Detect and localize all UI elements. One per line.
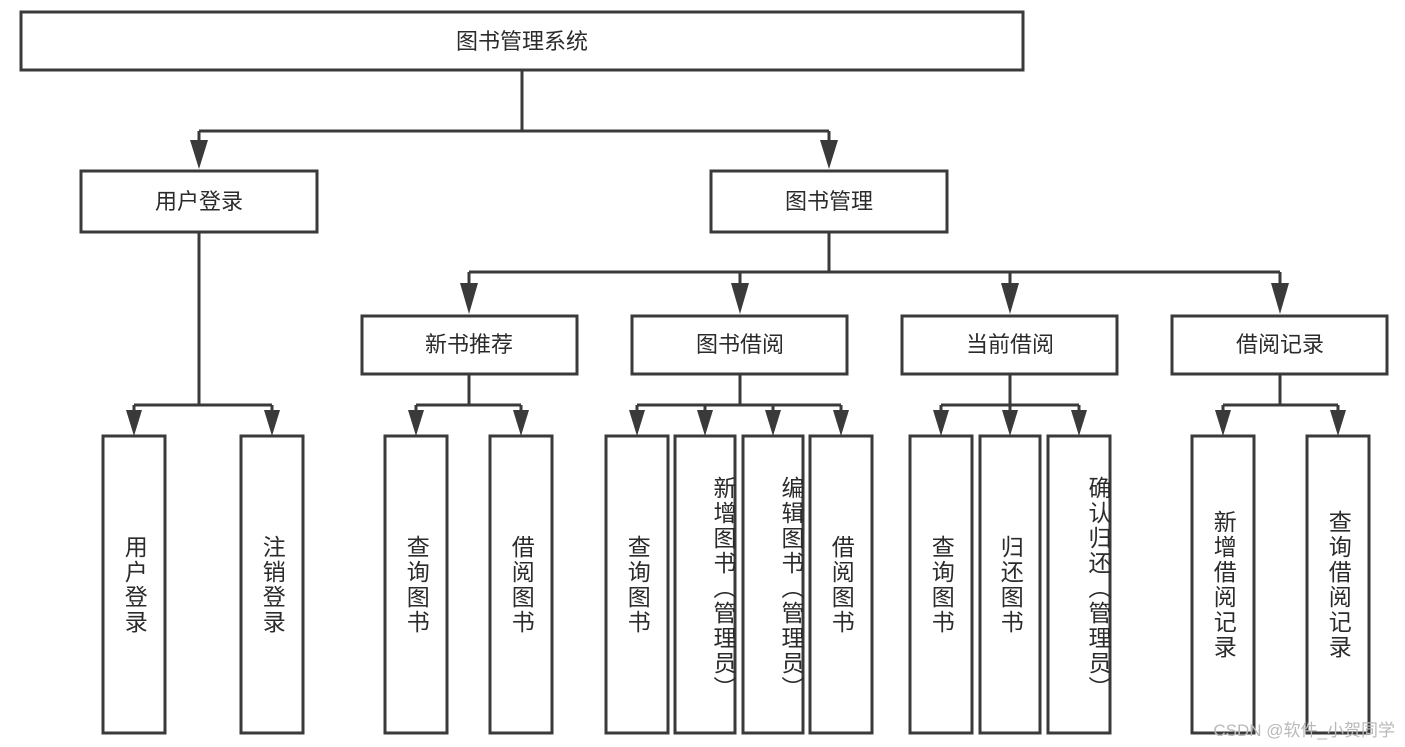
- leaf-box-bb-3[interactable]: [741, 434, 805, 735]
- arrow-head-current-borrow: [1001, 283, 1019, 314]
- watermark-label: CSDN @软件_小贺同学: [1213, 721, 1395, 740]
- arrow-head-leaf-nbr-2: [513, 410, 529, 436]
- node-book-management[interactable]: 图书管理: [709, 169, 949, 234]
- node-new-book-recommend-box[interactable]: [360, 314, 579, 376]
- node-root-box[interactable]: [19, 10, 1025, 72]
- arrow-head-leaf-cb-1: [933, 410, 949, 436]
- arrow-head-leaf-bb-3: [765, 410, 781, 436]
- arrow-head-leaf-bb-4: [833, 410, 849, 436]
- node-book-management-box[interactable]: [709, 169, 949, 234]
- leaf-box-br-1[interactable]: [1190, 434, 1256, 735]
- arrow-head-leaf-bb-1: [629, 410, 645, 436]
- node-root[interactable]: 图书管理系统: [19, 10, 1025, 72]
- leaf-box-bb-4[interactable]: [808, 434, 874, 735]
- connector-book-management-to-level3: [460, 232, 1289, 314]
- arrow-head-new-book-recommend: [460, 283, 478, 314]
- arrow-head-borrow-record: [1271, 283, 1289, 314]
- leaf-box-user-login-2[interactable]: [239, 434, 305, 735]
- arrow-head-leaf-br-1: [1215, 410, 1231, 436]
- node-borrow-record-label: 借阅记录: [1236, 332, 1324, 357]
- connector-root-to-level2: [190, 70, 838, 169]
- leaf-box-user-login-1[interactable]: [101, 434, 167, 735]
- leaf-box-nbr-2[interactable]: [488, 434, 554, 735]
- arrow-head-leaf-user-login-1: [126, 410, 142, 436]
- node-borrow-record-box[interactable]: [1170, 314, 1389, 376]
- node-book-borrow-box[interactable]: [630, 314, 849, 376]
- node-book-management-label: 图书管理: [785, 189, 873, 214]
- node-root-label: 图书管理系统: [456, 29, 588, 54]
- leaf-box-cb-1[interactable]: [908, 434, 974, 735]
- leaf-box-cb-3[interactable]: [1046, 434, 1112, 735]
- node-current-borrow[interactable]: 当前借阅: [900, 314, 1119, 376]
- node-user-login[interactable]: 用户登录: [79, 169, 319, 234]
- node-current-borrow-label: 当前借阅: [966, 332, 1054, 357]
- node-new-book-recommend-label: 新书推荐: [425, 332, 513, 357]
- node-current-borrow-box[interactable]: [900, 314, 1119, 376]
- arrow-head-leaf-cb-3: [1071, 410, 1087, 436]
- node-book-borrow[interactable]: 图书借阅: [630, 314, 849, 376]
- connector-book-borrow-to-leaves: [629, 374, 849, 436]
- arrow-head-leaf-user-login-2: [264, 410, 280, 436]
- node-user-login-label: 用户登录: [155, 189, 243, 214]
- leaf-box-cb-2[interactable]: [978, 434, 1042, 735]
- arrow-head-user-login: [190, 140, 208, 169]
- node-new-book-recommend[interactable]: 新书推荐: [360, 314, 579, 376]
- connector-borrow-record-to-leaves: [1215, 374, 1346, 436]
- arrow-head-leaf-cb-2: [1002, 410, 1018, 436]
- leaf-box-bb-2[interactable]: [673, 434, 737, 735]
- node-book-borrow-label: 图书借阅: [696, 332, 784, 357]
- leaf-box-bb-1[interactable]: [604, 434, 670, 735]
- arrow-head-leaf-nbr-1: [408, 410, 424, 436]
- arrow-head-book-management: [820, 140, 838, 169]
- leaf-box-nbr-1[interactable]: [383, 434, 449, 735]
- arrow-head-leaf-bb-2: [697, 410, 713, 436]
- arrow-head-leaf-br-2: [1330, 410, 1346, 436]
- connector-current-borrow-to-leaves: [933, 374, 1087, 436]
- node-borrow-record[interactable]: 借阅记录: [1170, 314, 1389, 376]
- leaf-box-br-2[interactable]: [1305, 434, 1371, 735]
- arrow-head-book-borrow: [731, 283, 749, 314]
- connector-new-book-recommend-to-leaves: [408, 374, 529, 436]
- connector-user-login-to-leaves: [126, 232, 280, 436]
